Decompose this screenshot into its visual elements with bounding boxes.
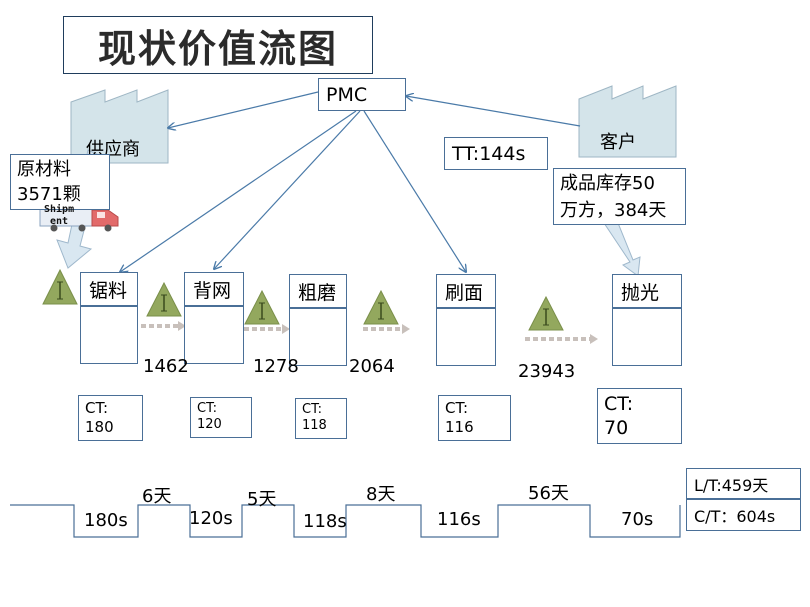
process-box-rough-grind[interactable] (289, 309, 347, 366)
cycle-time-total-box: C/T：604s (686, 499, 801, 531)
ct-value: 180 (85, 418, 114, 436)
ct-box-saw: CT: 180 (78, 395, 143, 441)
page-title: 现状价值流图 (63, 16, 373, 74)
shipment-line2: ent (50, 216, 69, 227)
wait-days: 56天 (528, 483, 569, 504)
inventory-triangle-icon (363, 289, 399, 325)
process-box-polish[interactable] (612, 309, 682, 366)
raw-material-line1: 原材料 (17, 159, 71, 180)
inventory-triangle-icon (244, 289, 280, 325)
finished-goods-line1: 成品库存50 (560, 173, 655, 194)
process-box-mesh[interactable] (184, 307, 244, 364)
push-arrow-heads (178, 321, 410, 334)
cycle-time: 70s (621, 509, 654, 530)
process-name-brush[interactable]: 刷面 (436, 274, 496, 309)
timeline-ladder (10, 504, 681, 538)
ct-label: CT: (197, 401, 217, 416)
lead-time-box: L/T:459天 (686, 468, 801, 499)
ct-label: CT: (445, 399, 469, 417)
ct-label: CT: (604, 393, 634, 415)
ct-label: CT: (85, 399, 109, 417)
customer-factory-icon (578, 85, 677, 158)
finished-goods-box: 成品库存50 万方，384天 (553, 168, 686, 225)
inventory-count: 2064 (349, 356, 395, 377)
ct-box-polish: CT: 70 (597, 388, 682, 444)
process-box-saw[interactable] (80, 307, 138, 364)
process-name-rough-grind[interactable]: 粗磨 (289, 274, 347, 309)
process-name-saw[interactable]: 锯料 (80, 272, 138, 307)
pmc-box[interactable]: PMC (318, 78, 406, 111)
process-name-polish[interactable]: 抛光 (612, 274, 682, 309)
inventory-count: 1462 (143, 356, 189, 377)
inventory-triangle-icon (42, 268, 78, 305)
finished-goods-arrow (603, 217, 641, 277)
cycle-time: 120s (189, 508, 233, 529)
ct-value: 70 (604, 417, 629, 439)
ct-value: 118 (302, 418, 327, 433)
ct-value: 116 (445, 418, 474, 436)
raw-material-box: 原材料 3571颗 (10, 154, 110, 210)
customer-label: 客户 (600, 132, 636, 153)
inventory-triangle-icon (528, 295, 564, 331)
inventory-count: 1278 (253, 356, 299, 377)
wait-days: 6天 (142, 486, 172, 507)
inventory-count: 23943 (518, 361, 576, 382)
push-arrow-icon (141, 324, 402, 331)
inventory-triangle-icon (146, 281, 182, 317)
ct-box-brush: CT: 116 (438, 395, 511, 441)
process-box-brush[interactable] (436, 309, 496, 366)
cycle-time: 116s (437, 509, 481, 530)
ct-box-mesh: CT: 120 (190, 397, 252, 438)
shipment-line1: Shipm (44, 204, 75, 215)
ct-value: 120 (197, 417, 222, 432)
shipment-label: Shipm ent (44, 204, 74, 228)
ct-box-rough-grind: CT: 118 (295, 398, 347, 439)
wait-days: 8天 (366, 484, 396, 505)
cycle-time: 180s (84, 510, 128, 531)
ct-label: CT: (302, 402, 322, 417)
finished-goods-line2: 万方，384天 (560, 200, 667, 221)
raw-material-line2: 3571颗 (17, 184, 81, 205)
supplier-factory-icon (70, 89, 169, 164)
information-flow-arrows (120, 91, 581, 272)
takt-time-box: TT:144s (444, 137, 548, 170)
wait-days: 5天 (247, 489, 277, 510)
cycle-time: 118s (303, 511, 347, 532)
process-name-mesh[interactable]: 背网 (184, 272, 244, 307)
